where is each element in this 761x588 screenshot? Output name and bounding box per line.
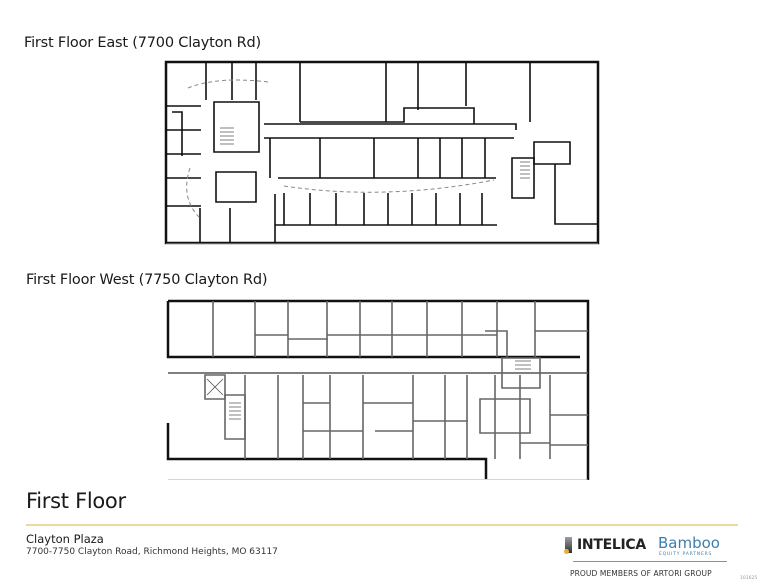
intelica-logo-icon xyxy=(565,537,572,553)
west-plan-title: First Floor West (7750 Clayton Rd) xyxy=(26,272,268,288)
intelica-logo-dot-icon xyxy=(564,549,569,554)
building-address: 7700-7750 Clayton Road, Richmond Heights… xyxy=(26,547,278,557)
east-plan-title: First Floor East (7700 Clayton Rd) xyxy=(24,35,261,51)
floor-heading: First Floor xyxy=(26,489,126,513)
west-floor-plan xyxy=(166,299,590,480)
intelica-logo: INTELICA xyxy=(569,537,646,553)
building-name: Clayton Plaza xyxy=(26,532,104,546)
document-code: 101625 xyxy=(740,576,758,581)
divider xyxy=(26,524,738,526)
bamboo-logo: Bamboo xyxy=(658,534,720,552)
bamboo-logo-subtitle: EQUITY PARTNERS xyxy=(659,552,713,557)
logo-divider xyxy=(573,561,727,562)
east-floor-plan xyxy=(164,60,600,245)
tagline: PROUD MEMBERS OF ARTORI GROUP xyxy=(570,569,712,578)
intelica-logo-text: INTELICA xyxy=(577,537,646,553)
brand-logos: INTELICA Bamboo EQUITY PARTNERS PROUD ME… xyxy=(564,532,730,582)
